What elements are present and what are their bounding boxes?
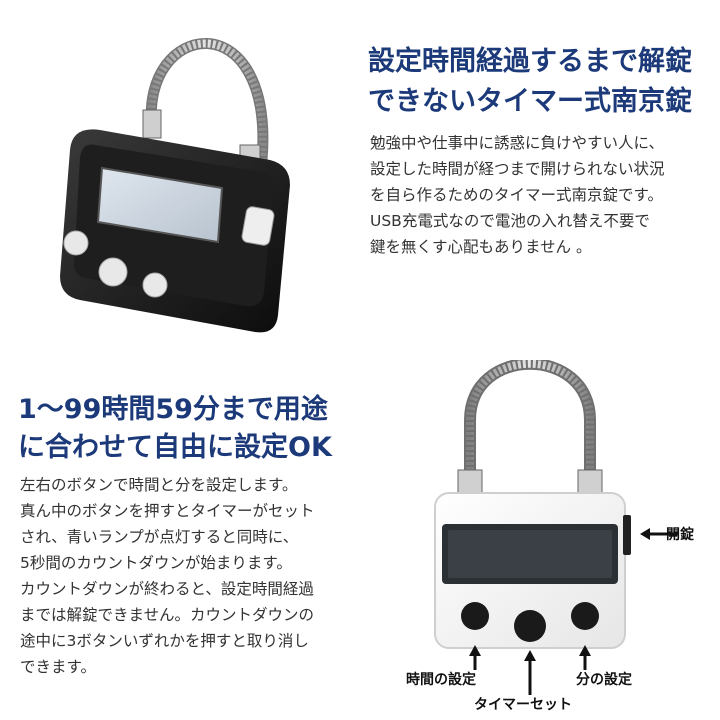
- section1-title-line1: 設定時間経過するまで解錠: [368, 46, 692, 77]
- black-timer-lock-image: [60, 38, 290, 333]
- section2-title-line1: 1〜99時間59分まで用途: [18, 394, 328, 425]
- section2-body-line: 途中に3ボタンいずれかを押すと取り消し: [20, 632, 309, 650]
- section1-body-line: 鍵を無くす心配もありません 。: [370, 238, 592, 256]
- section1-body-line: を自ら作るためのタイマー式南京錠です。: [370, 186, 663, 204]
- section2-body-line: 5秒間のカウントダウンが始まります。: [20, 554, 292, 572]
- section2-body-line: できます。: [20, 658, 96, 676]
- callout-minute-setting-label: 分の設定: [576, 672, 632, 688]
- section2-body-line: 左右のボタンで時間と分を設定します。: [20, 476, 298, 494]
- section1-body: 勉強中や仕事中に誘惑に負けやすい人に、 設定した時間が経つまで開けられない状況 …: [370, 130, 665, 260]
- section2-body-line: され、青いランプが点灯すると同時に、: [20, 528, 299, 546]
- callout-timer-set-label: タイマーセット: [474, 697, 572, 713]
- white-timer-lock-image: [434, 360, 678, 695]
- section1-title-line2: できないタイマー式南京錠: [368, 86, 692, 117]
- section2-title-line2: に合わせて自由に設定OK: [18, 432, 332, 463]
- callout-unlock-label: 開錠: [666, 527, 694, 543]
- section1-body-line: 勉強中や仕事中に誘惑に負けやすい人に、: [370, 134, 665, 152]
- section2-body-line: 真ん中のボタンを押すとタイマーがセット: [20, 502, 315, 520]
- section2-body-line: までは解錠できません。カウントダウンの: [20, 606, 315, 624]
- section1-body-line: USB充電式なので電池の入れ替え不要で: [370, 212, 650, 230]
- section2-body: 左右のボタンで時間と分を設定します。 真ん中のボタンを押すとタイマーがセット さ…: [20, 472, 315, 680]
- callout-hour-setting-label: 時間の設定: [406, 672, 476, 688]
- section2-body-line: カウントダウンが終わると、設定時間経過: [20, 580, 314, 598]
- section1-body-line: 設定した時間が経つまで開けられない状況: [370, 160, 665, 178]
